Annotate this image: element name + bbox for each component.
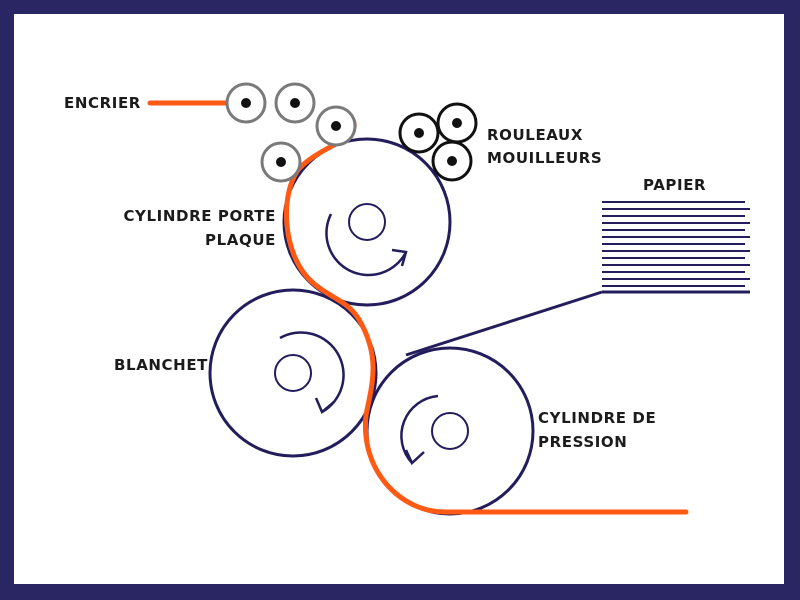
ink-roller [315,105,357,147]
dampening-rollers [398,102,478,182]
dampening-roller [398,112,440,154]
diagram-frame: ENCRIER ROULEAUX MOUILLEURS PAPIER CYLIN… [14,14,784,584]
dampening-roller [431,140,473,182]
ink-roller [274,82,316,124]
blanket-cylinder [208,288,378,458]
paper-stack [602,201,750,294]
label-papier: PAPIER [643,176,706,194]
offset-press-diagram: ENCRIER ROULEAUX MOUILLEURS PAPIER CYLIN… [64,82,750,516]
ink-rollers [225,82,357,183]
label-cylindre-de: CYLINDRE DE [538,409,656,427]
ink-transfer-path-main [283,117,689,515]
label-blanchet: BLANCHET [114,356,208,374]
curved-arrow-icon [279,331,345,415]
label-encrier: ENCRIER [64,94,141,112]
label-pression: PRESSION [538,433,627,451]
dampening-roller [436,102,478,144]
label-plaque: PLAQUE [205,231,276,249]
label-mouilleurs: MOUILLEURS [487,149,602,167]
plate-cylinder [282,137,452,307]
paper-feed-line [405,290,603,357]
ink-roller [260,141,302,183]
curved-arrow-icon [325,213,408,277]
label-cylindre-porte: CYLINDRE PORTE [123,207,276,225]
label-rouleaux: ROULEAUX [487,126,583,144]
ink-roller [225,82,267,124]
curved-arrow-icon [400,394,439,466]
